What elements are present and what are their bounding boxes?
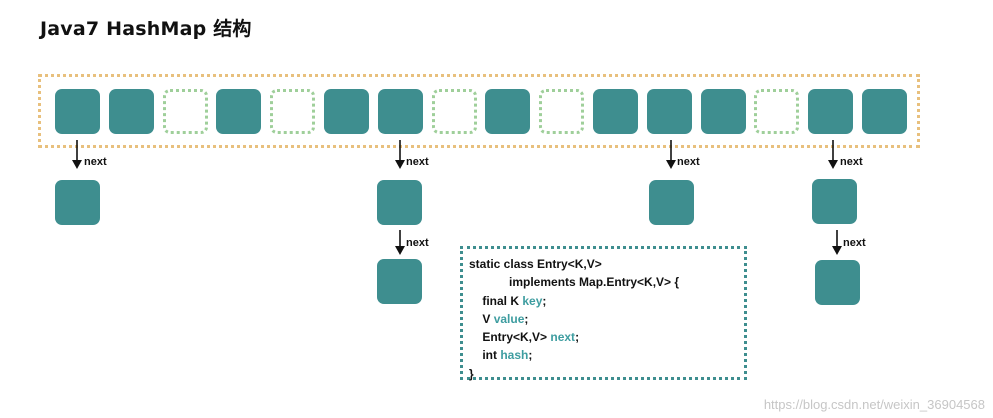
diagram-title: Java7 HashMap 结构 [40,18,252,40]
code-line: Entry<K,V> next; [469,330,580,345]
entry-node [812,179,857,224]
next-arrow [832,230,842,255]
entry-node [55,180,100,225]
code-line: int hash; [469,348,533,363]
field-name: hash [500,348,529,363]
code-line: V value; [469,311,529,326]
bucket-slot-empty [539,89,585,134]
code-line: implements Map.Entry<K,V> { [469,275,680,290]
next-arrow [395,140,405,169]
next-arrow [72,140,82,169]
next-arrow [828,140,838,169]
bucket-slot-filled [646,89,692,134]
bucket-slot-filled [808,89,854,134]
next-label: next [406,237,429,249]
next-label: next [84,156,107,168]
bucket-slot-filled [700,89,746,134]
code-line: static class Entry<K,V> [469,257,602,271]
hash-table-array [38,74,920,148]
bucket-slot-filled [485,89,531,134]
next-label: next [840,156,863,168]
field-name: key [522,293,543,308]
next-arrow [395,230,405,255]
bucket-slot-filled [593,89,638,134]
code-line: final K key; [469,293,547,308]
watermark: https://blog.csdn.net/weixin_36904568 [763,397,985,412]
bucket-slot-filled [324,89,369,134]
bucket-slot-filled [108,89,154,134]
entry-node [377,180,422,225]
code-line: } [469,366,474,381]
entry-node [377,259,422,304]
bucket-slot-empty [270,89,316,134]
bucket-slot-filled [216,89,262,134]
next-arrow [666,140,676,169]
next-label: next [677,156,700,168]
bucket-slot-filled [55,89,100,134]
field-name: next [550,330,576,345]
entry-node [649,180,694,225]
next-label: next [843,237,866,249]
entry-class-code: static class Entry<K,V> implements Map.E… [460,246,747,381]
bucket-slot-filled [377,89,423,134]
bucket-slot-empty [754,89,800,134]
next-label: next [406,156,429,168]
bucket-slot-filled [862,89,907,134]
field-name: value [493,311,525,326]
bucket-slot-empty [431,89,477,134]
bucket-slot-empty [162,89,208,134]
entry-node [815,260,860,305]
